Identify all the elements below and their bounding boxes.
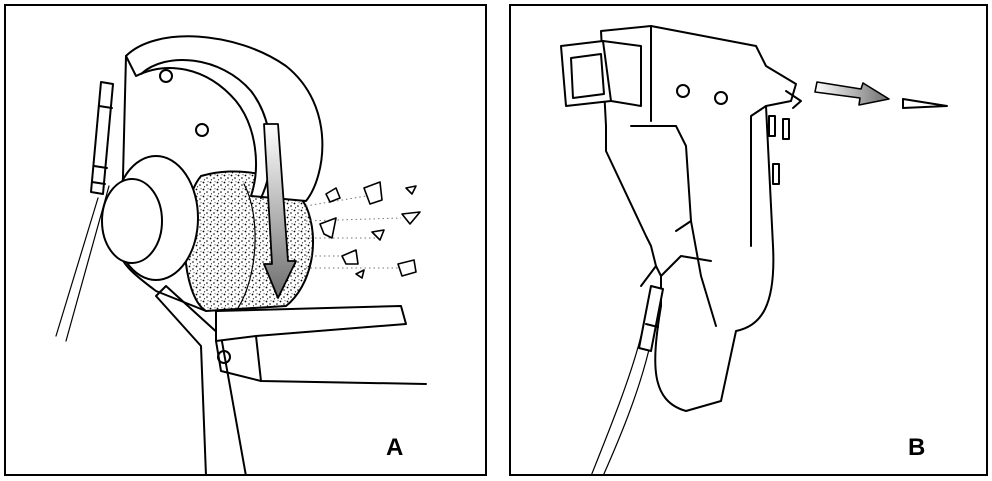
torch-illustration [560, 25, 948, 474]
grinder-illustration [55, 35, 427, 474]
mount-hole [676, 84, 690, 98]
slot [782, 118, 790, 140]
spindle-hub [101, 178, 163, 264]
tool-rest [215, 305, 407, 342]
rotation-arrow [263, 123, 297, 299]
torch-body [600, 25, 797, 412]
slot [768, 115, 776, 137]
panel-label-a: A [386, 434, 404, 461]
tungsten-electrode [902, 98, 948, 109]
slot [772, 163, 780, 185]
panel-a: A [4, 4, 487, 476]
panel-b: B [509, 4, 988, 476]
cable [591, 335, 642, 474]
panel-label-b: B [908, 434, 926, 461]
bolt [159, 69, 173, 83]
grit-particles [319, 181, 421, 279]
insert-arrow [814, 81, 890, 106]
grip-sleeve [638, 285, 664, 352]
bolt [195, 123, 209, 137]
electrode-holder [90, 81, 114, 195]
mount-hole [714, 91, 728, 105]
